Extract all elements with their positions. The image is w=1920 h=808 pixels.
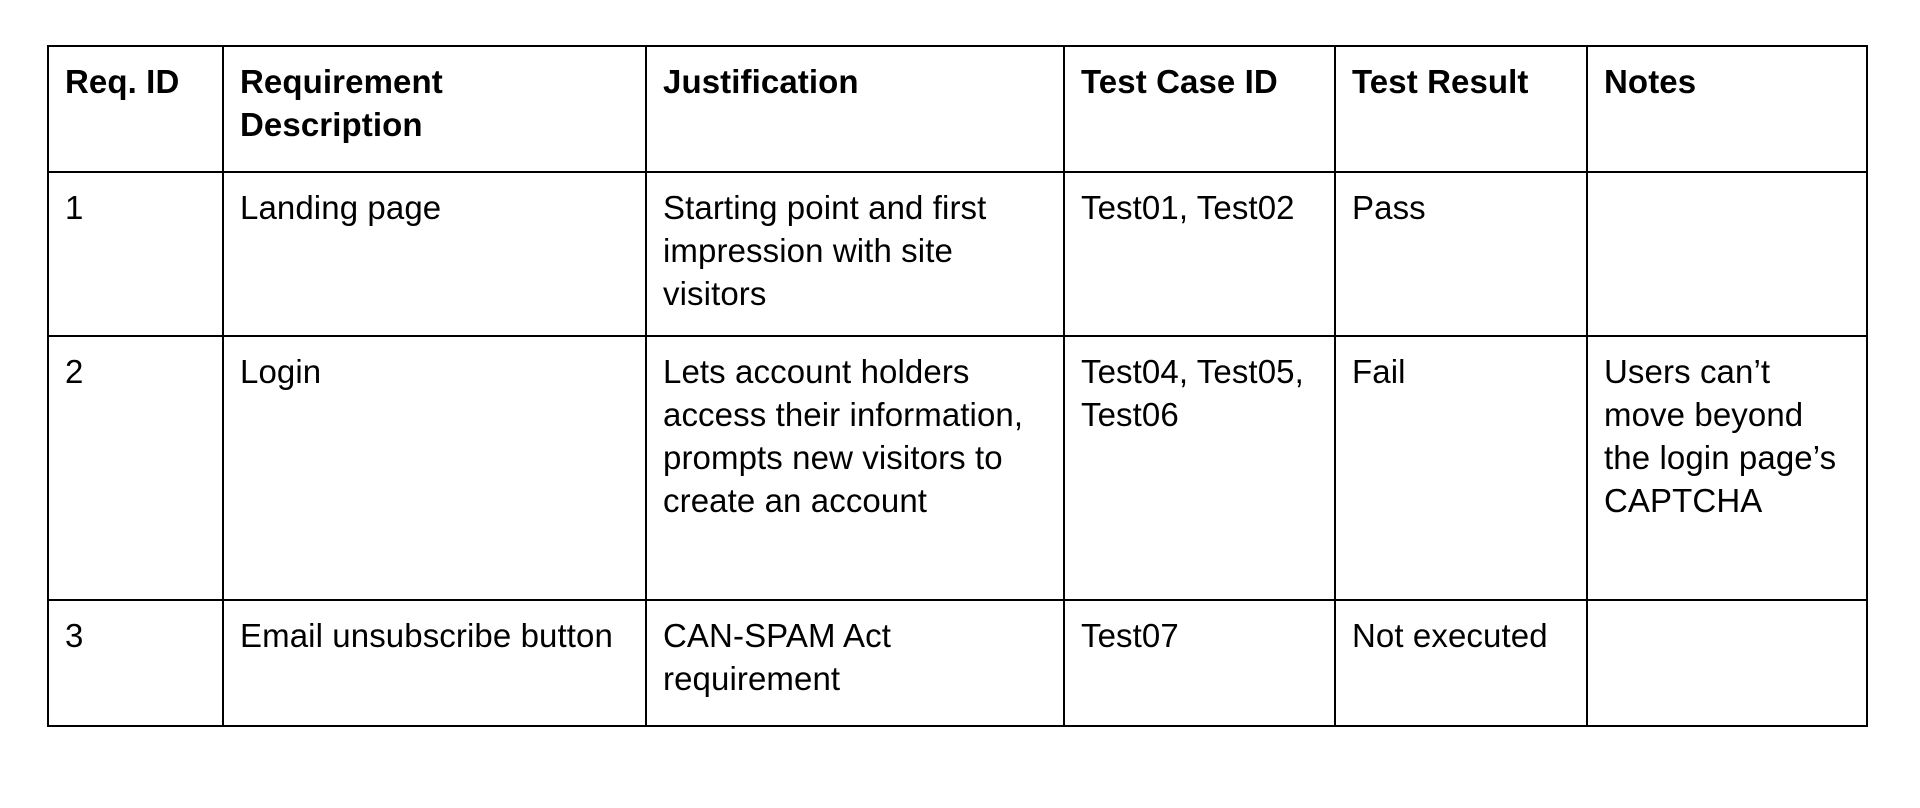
cell-description: Landing page <box>222 171 647 337</box>
table-header: Req. ID Requirement Description Justific… <box>47 45 1868 173</box>
cell-test-case-id: Test07 <box>1063 599 1336 727</box>
cell-test-case-id: Test04, Test05, Test06 <box>1063 335 1336 601</box>
column-header-notes: Notes <box>1586 45 1868 173</box>
cell-req-id: 2 <box>47 335 224 601</box>
table-row: 1 Landing page Starting point and first … <box>47 171 1868 337</box>
column-header-description: Requirement Description <box>222 45 647 173</box>
table-row: 2 Login Lets account holders access thei… <box>47 335 1868 601</box>
cell-req-id: 1 <box>47 171 224 337</box>
column-header-req-id: Req. ID <box>47 45 224 173</box>
cell-description: Login <box>222 335 647 601</box>
column-header-justification: Justification <box>645 45 1065 173</box>
column-header-test-result: Test Result <box>1334 45 1588 173</box>
column-header-test-case-id: Test Case ID <box>1063 45 1336 173</box>
table-header-row: Req. ID Requirement Description Justific… <box>47 45 1868 173</box>
table-row: 3 Email unsubscribe button CAN-SPAM Act … <box>47 599 1868 727</box>
cell-notes: Users can’t move beyond the login page’s… <box>1586 335 1868 601</box>
cell-notes <box>1586 599 1868 727</box>
cell-notes <box>1586 171 1868 337</box>
table-body: 1 Landing page Starting point and first … <box>47 171 1868 727</box>
cell-justification: Lets account holders access their inform… <box>645 335 1065 601</box>
requirements-traceability-table: Req. ID Requirement Description Justific… <box>47 45 1868 727</box>
cell-test-result: Fail <box>1334 335 1588 601</box>
cell-justification: CAN-SPAM Act requirement <box>645 599 1065 727</box>
cell-description: Email unsubscribe button <box>222 599 647 727</box>
cell-test-result: Pass <box>1334 171 1588 337</box>
cell-justification: Starting point and first impression with… <box>645 171 1065 337</box>
cell-req-id: 3 <box>47 599 224 727</box>
cell-test-case-id: Test01, Test02 <box>1063 171 1336 337</box>
cell-test-result: Not executed <box>1334 599 1588 727</box>
